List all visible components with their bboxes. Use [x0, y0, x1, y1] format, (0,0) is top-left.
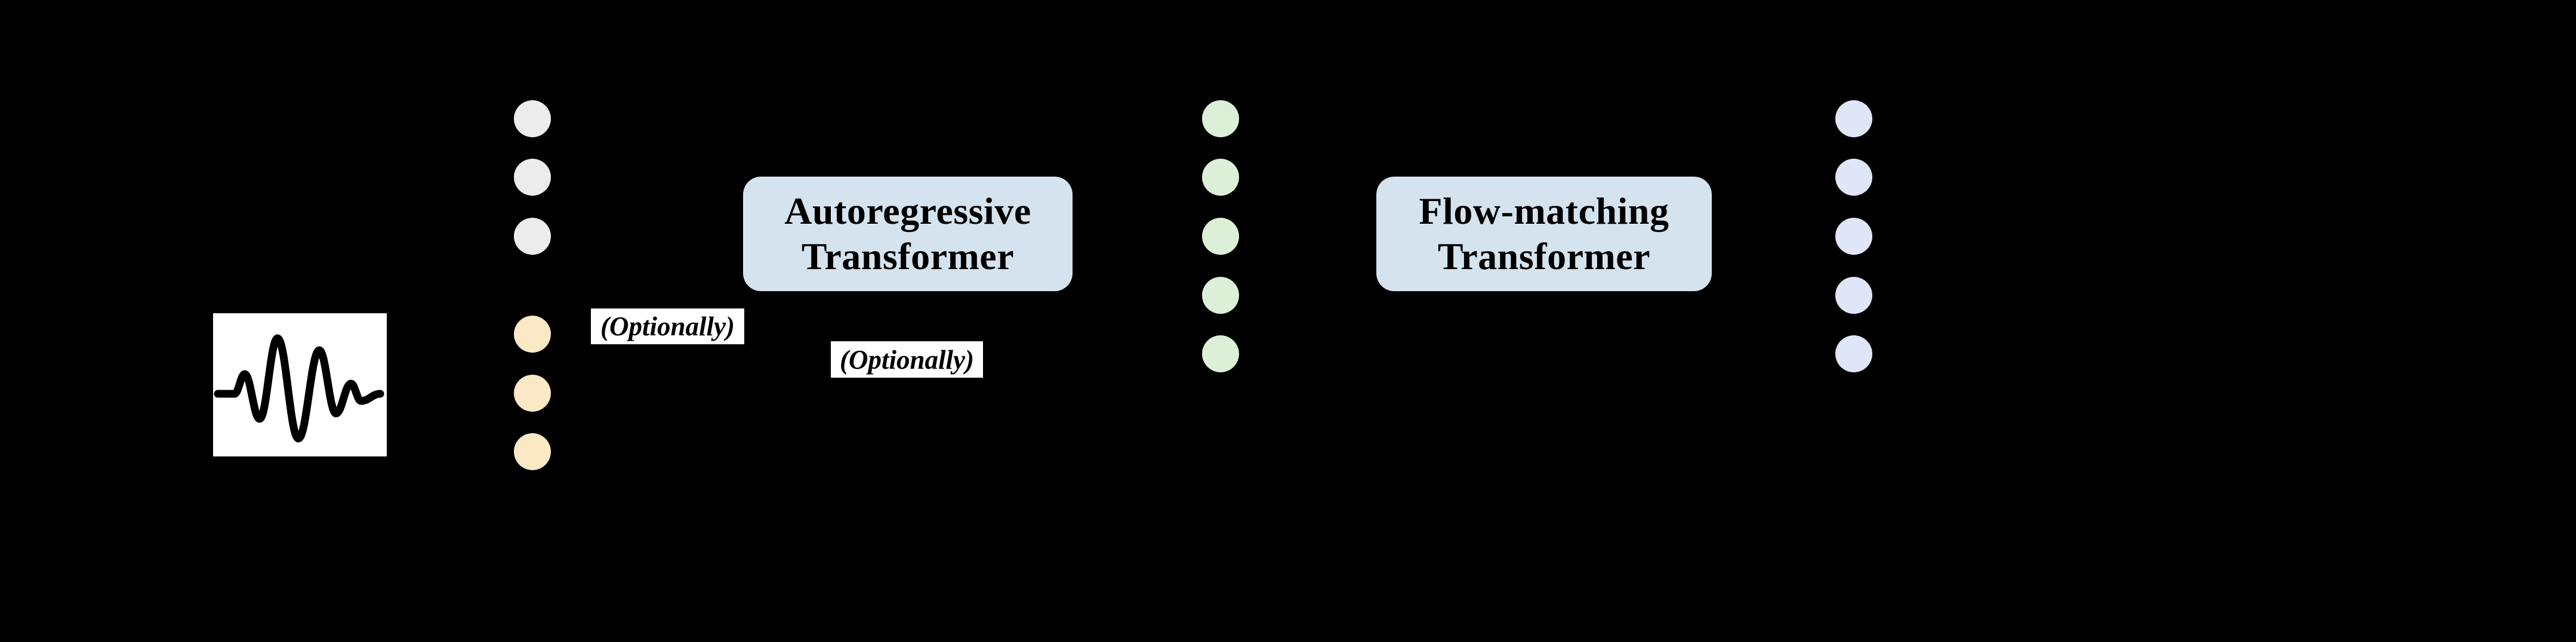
autoregressive-transformer-label-line1: Autoregressive: [784, 190, 1031, 232]
waveform-icon: [214, 334, 384, 443]
autoregressive-transformer-box: Autoregressive Transformer: [743, 177, 1073, 291]
lavender-token-circle: [1835, 277, 1872, 314]
green-token-circle: [1202, 335, 1239, 372]
lavender-token-circle: [1835, 218, 1872, 255]
flow-matching-transformer-label-line1: Flow-matching: [1419, 190, 1669, 232]
green-token-circle: [1202, 218, 1239, 255]
flow-matching-transformer-label-line2: Transformer: [1437, 235, 1651, 277]
green-token-circle: [1202, 277, 1239, 314]
green-token-circle: [1202, 100, 1239, 137]
gray-token-circle: [514, 218, 551, 255]
optionally-label-text: (Optionally): [840, 344, 974, 375]
waveform-image: [213, 313, 387, 456]
optionally-label: (Optionally): [831, 341, 983, 378]
green-token-circle: [1202, 159, 1239, 196]
lavender-token-circle: [1835, 159, 1872, 196]
autoregressive-transformer-label-line2: Transformer: [801, 235, 1015, 277]
lavender-token-circle: [1835, 100, 1872, 137]
gray-token-circle: [514, 100, 551, 137]
optionally-label: (Optionally): [591, 308, 744, 344]
optionally-label-text: (Optionally): [600, 311, 735, 341]
tan-token-circle: [514, 375, 551, 412]
gray-token-circle: [514, 159, 551, 196]
lavender-token-circle: [1835, 335, 1872, 372]
tan-token-circle: [514, 316, 551, 353]
flow-matching-transformer-box: Flow-matching Transformer: [1376, 177, 1712, 291]
tan-token-circle: [514, 433, 551, 470]
